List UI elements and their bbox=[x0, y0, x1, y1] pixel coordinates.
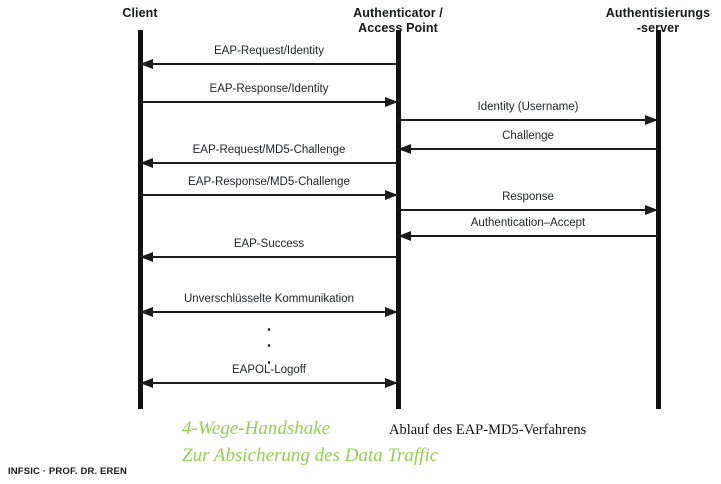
message-label: Authentication–Accept bbox=[470, 217, 586, 229]
message-label: EAP-Response/MD5-Challenge bbox=[188, 176, 350, 188]
arrowhead-left bbox=[398, 231, 411, 241]
arrowhead-left bbox=[398, 144, 411, 154]
arrowhead-left bbox=[140, 59, 153, 69]
arrowhead-right bbox=[645, 205, 658, 215]
message-shaft bbox=[398, 209, 658, 211]
note-green-line1: 4-Wege-Handshake bbox=[182, 418, 331, 439]
message-label: EAP-Success bbox=[233, 238, 305, 250]
footer-attribution: INFSIC · PROF. DR. EREN bbox=[8, 466, 128, 477]
message-label: Response bbox=[502, 191, 554, 203]
actor-header-server: Authentisierungs-server bbox=[568, 6, 721, 36]
message-shaft bbox=[140, 63, 398, 65]
message-shaft bbox=[140, 101, 398, 103]
message-label: Unverschlüsselte Kommunikation bbox=[183, 293, 355, 305]
message-label: EAP-Request/MD5-Challenge bbox=[192, 144, 346, 156]
actor-label-line2: Access Point bbox=[358, 21, 438, 35]
arrowhead-right bbox=[385, 307, 398, 317]
message-shaft bbox=[140, 311, 398, 313]
diagram-caption: Ablauf des EAP-MD5-Verfahrens bbox=[389, 422, 587, 438]
arrowhead-right bbox=[385, 378, 398, 388]
ellipsis-dot bbox=[267, 344, 271, 347]
arrowhead-right bbox=[645, 115, 658, 125]
arrowhead-left bbox=[140, 252, 153, 262]
message-label: EAP-Request/Identity bbox=[214, 45, 324, 57]
message-shaft bbox=[140, 382, 398, 384]
message-label: EAPOL-Logoff bbox=[232, 364, 306, 376]
message-shaft bbox=[140, 256, 398, 258]
ellipsis-dot bbox=[267, 328, 271, 331]
message-shaft bbox=[140, 194, 398, 196]
lifeline-server bbox=[655, 30, 661, 409]
arrowhead-left bbox=[140, 158, 153, 168]
message-label: EAP-Response/Identity bbox=[209, 83, 329, 95]
arrowhead-left bbox=[140, 378, 153, 388]
ellipsis-dot bbox=[267, 361, 271, 364]
message-shaft bbox=[398, 235, 658, 237]
message-label: Identity (Username) bbox=[477, 101, 579, 113]
actor-header-authenticator: Authenticator /Access Point bbox=[308, 6, 488, 36]
actor-label-line2: -server bbox=[636, 21, 680, 35]
lifeline-authenticator bbox=[395, 30, 401, 409]
actor-label-line1: Authentisierungs bbox=[605, 6, 711, 20]
message-shaft bbox=[398, 148, 658, 150]
arrowhead-right bbox=[385, 97, 398, 107]
arrowhead-right bbox=[385, 190, 398, 200]
arrowhead-left bbox=[140, 307, 153, 317]
message-shaft bbox=[140, 162, 398, 164]
lifeline-client bbox=[137, 30, 143, 409]
message-label: Challenge bbox=[502, 130, 554, 142]
actor-header-client: Client bbox=[50, 6, 230, 21]
actor-label-line1: Client bbox=[122, 6, 158, 20]
note-green-line2: Zur Absicherung des Data Traffic bbox=[182, 445, 439, 466]
actor-label-line1: Authenticator / bbox=[353, 6, 443, 20]
message-shaft bbox=[398, 119, 658, 121]
